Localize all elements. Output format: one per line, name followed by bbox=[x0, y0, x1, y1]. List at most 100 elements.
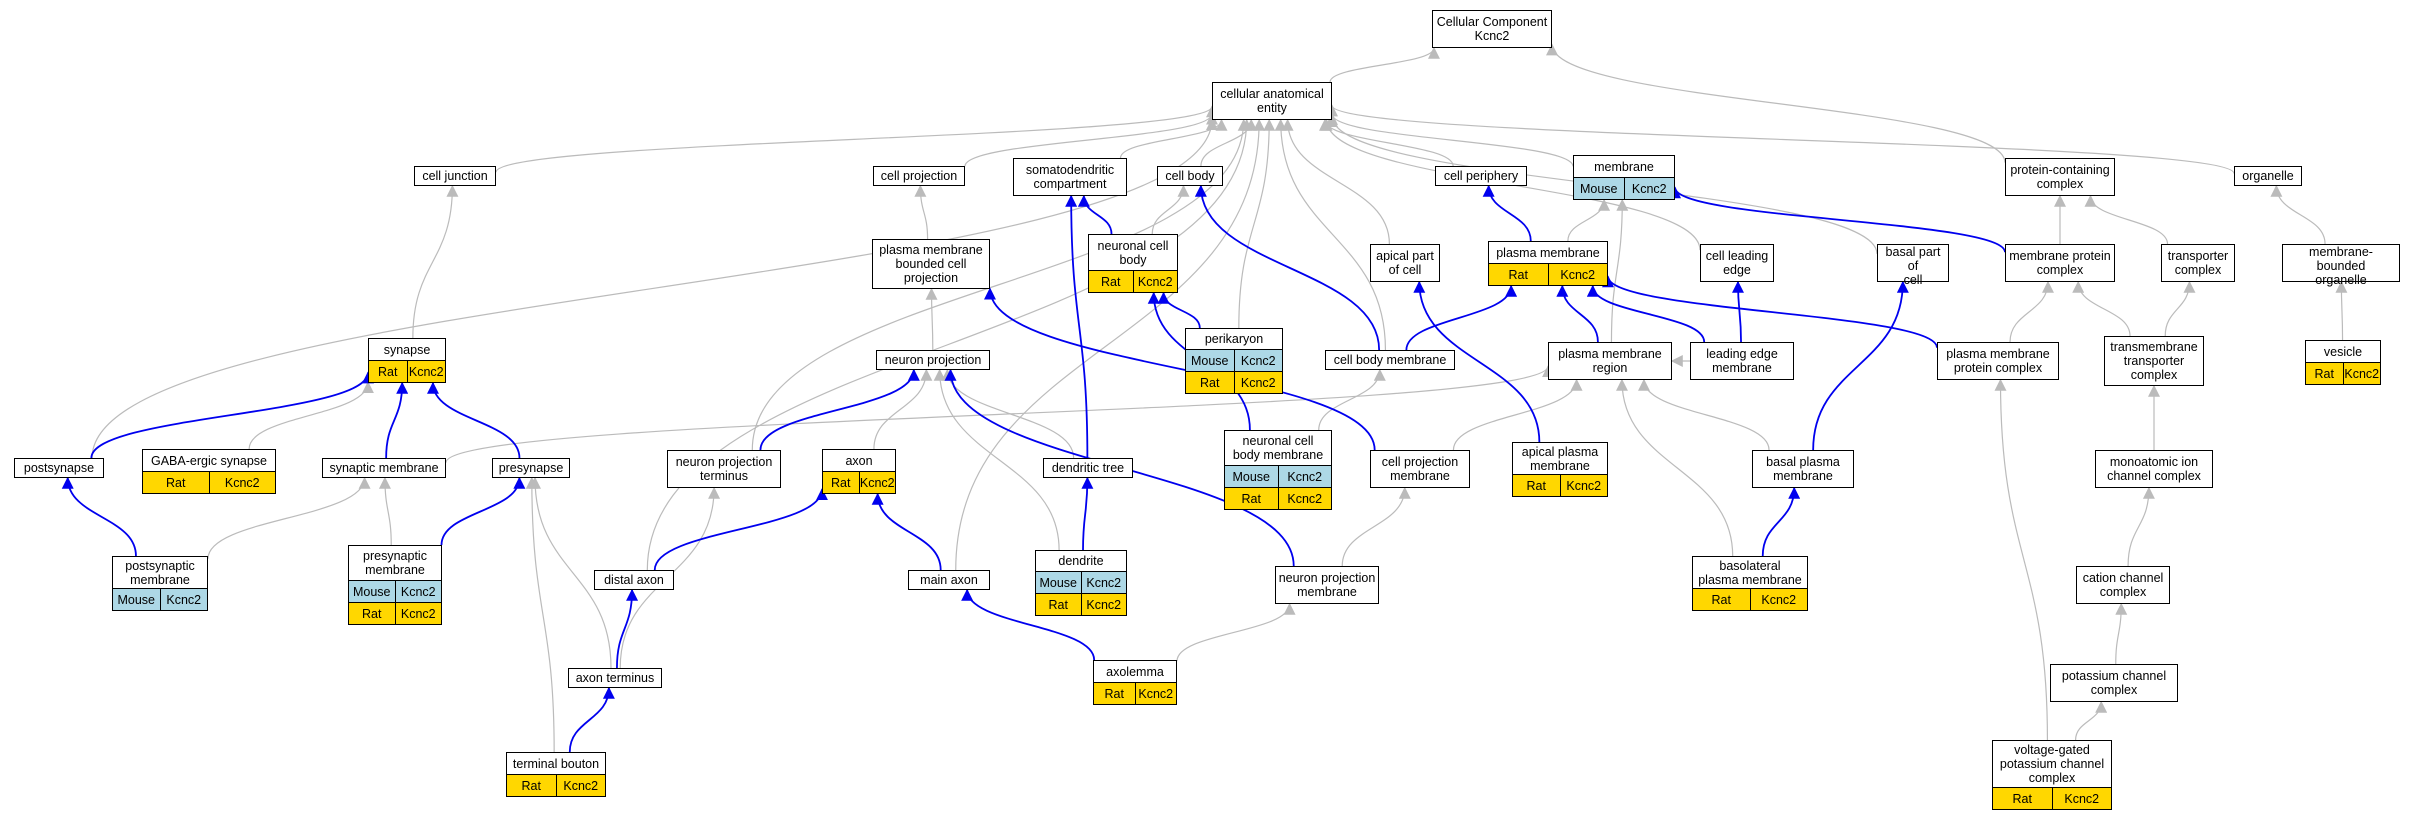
edge-part-of bbox=[1731, 280, 1744, 343]
node-mpc[interactable]: membrane protein complex bbox=[2005, 244, 2115, 282]
node-npt[interactable]: neuron projection terminus bbox=[667, 450, 781, 488]
gene-label: Kcnc2 bbox=[858, 472, 895, 493]
edge-is-a bbox=[1176, 602, 1296, 662]
node-label: terminal bouton bbox=[512, 756, 600, 771]
edge-is-a bbox=[91, 117, 1218, 459]
edge-part-of bbox=[1065, 194, 1089, 459]
node-label: GABA-ergic synapse bbox=[150, 453, 268, 468]
node-org[interactable]: organelle bbox=[2234, 166, 2302, 186]
species-label: Mouse bbox=[113, 589, 160, 610]
node-label: membrane protein complex bbox=[2009, 249, 2111, 277]
node-pcc[interactable]: protein-containing complex bbox=[2005, 158, 2115, 196]
node-label: main axon bbox=[920, 573, 978, 587]
node-at[interactable]: axon terminus bbox=[568, 668, 662, 688]
node-label: cell periphery bbox=[1443, 169, 1519, 183]
node-ccc[interactable]: cation channel complex bbox=[2076, 566, 2170, 604]
edge-is-a bbox=[914, 184, 929, 240]
node-npm[interactable]: neuron projection membrane bbox=[1275, 566, 1379, 604]
node-da[interactable]: distal axon bbox=[594, 570, 674, 590]
node-presyn[interactable]: presynapse bbox=[492, 458, 570, 478]
node-label: vesicle bbox=[2323, 344, 2363, 359]
node-cj[interactable]: cell junction bbox=[414, 166, 496, 186]
node-pmpc[interactable]: plasma membrane protein complex bbox=[1937, 342, 2059, 380]
species-label: Rat bbox=[349, 603, 395, 624]
node-pmr[interactable]: plasma membrane region bbox=[1548, 342, 1672, 380]
edge-part-of bbox=[1586, 284, 1706, 343]
node-label: distal axon bbox=[604, 573, 664, 587]
edge-is-a bbox=[378, 476, 392, 546]
node-cle[interactable]: cell leading edge bbox=[1700, 244, 1774, 282]
edge-is-a bbox=[1318, 368, 1386, 431]
node-np[interactable]: neuron projection bbox=[876, 350, 990, 370]
node-label: neuron projection membrane bbox=[1278, 571, 1376, 599]
edge-is-a bbox=[1994, 378, 2049, 741]
species-label: Rat bbox=[143, 472, 209, 493]
node-label: Cellular Component Kcnc2 bbox=[1436, 15, 1548, 43]
node-tmtc[interactable]: transmembrane transporter complex bbox=[2104, 336, 2204, 386]
edge-part-of bbox=[653, 488, 828, 571]
node-cp[interactable]: cell projection bbox=[873, 166, 965, 186]
node-ma[interactable]: main axon bbox=[908, 570, 990, 590]
node-label: basal part of cell bbox=[1885, 245, 1941, 287]
gene-label: Kcnc2 bbox=[1080, 572, 1126, 593]
node-synm[interactable]: synaptic membrane bbox=[322, 458, 446, 478]
node-cae[interactable]: cellular anatomical entity bbox=[1212, 82, 1332, 120]
edge-is-a bbox=[1341, 486, 1411, 567]
edge-part-of bbox=[1556, 284, 1599, 343]
node-mic[interactable]: monoatomic ion channel complex bbox=[2095, 450, 2213, 488]
node-apc[interactable]: apical part of cell bbox=[1370, 244, 1440, 282]
gene-label: Kcnc2 bbox=[1233, 372, 1282, 393]
node-cpm[interactable]: cell projection membrane bbox=[1370, 450, 1470, 488]
node-label: synapse bbox=[383, 342, 431, 357]
node-cper[interactable]: cell periphery bbox=[1435, 166, 1527, 186]
node-cc[interactable]: Cellular Component Kcnc2 bbox=[1432, 10, 1552, 48]
node-cbm[interactable]: cell body membrane bbox=[1325, 350, 1455, 370]
node-tc[interactable]: transporter complex bbox=[2161, 244, 2235, 282]
node-dt[interactable]: dendritic tree bbox=[1043, 458, 1133, 478]
node-bpc[interactable]: basal part of cell bbox=[1877, 244, 1949, 287]
edge-part-of bbox=[1413, 280, 1541, 443]
edge-is-a bbox=[1567, 198, 1611, 242]
species-label: Rat bbox=[1489, 264, 1548, 285]
node-sdc[interactable]: somatodendritic compartment bbox=[1013, 158, 1127, 196]
node-mbo[interactable]: membrane-bounded organelle bbox=[2282, 244, 2400, 287]
node-pcc2[interactable]: potassium channel complex bbox=[2050, 664, 2178, 702]
node-lem[interactable]: leading edge membrane bbox=[1690, 342, 1794, 380]
gene-label: Kcnc2 bbox=[1559, 475, 1607, 496]
node-label: cation channel complex bbox=[2082, 571, 2164, 599]
node-postsyn[interactable]: postsynapse bbox=[14, 458, 104, 478]
node-bpm[interactable]: basal plasma membrane bbox=[1752, 450, 1854, 488]
edge-part-of bbox=[1812, 280, 1909, 451]
node-cb[interactable]: cell body bbox=[1157, 166, 1223, 186]
node-label: transmembrane transporter complex bbox=[2110, 340, 2198, 382]
node-pmbcp[interactable]: plasma membrane bounded cell projection bbox=[872, 239, 990, 289]
node-label: neuronal cell body bbox=[1097, 238, 1169, 267]
species-label: Mouse bbox=[1574, 178, 1624, 199]
node-label: axon terminus bbox=[575, 671, 655, 685]
node-label: presynaptic membrane bbox=[363, 549, 427, 577]
edge-part-of bbox=[1669, 186, 2006, 253]
